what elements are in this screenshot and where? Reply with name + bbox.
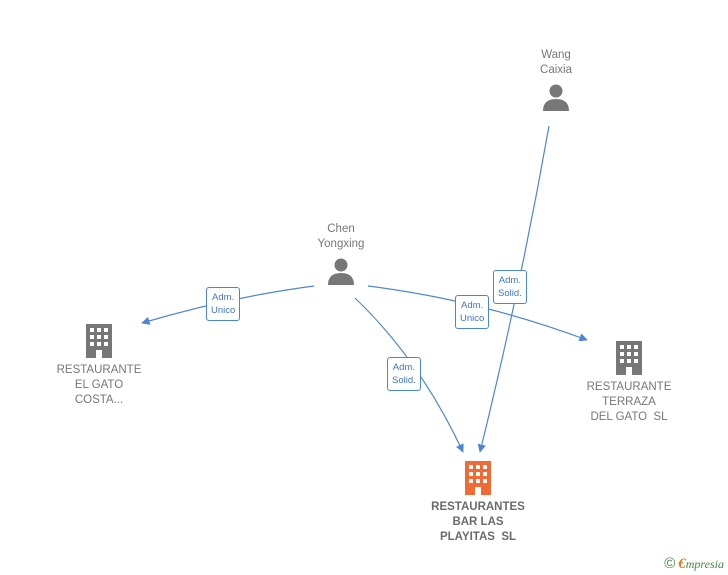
building-icon — [86, 324, 112, 358]
relation-badge-chen-terraza[interactable]: Adm. Unico — [455, 295, 490, 329]
person-label: Wang Caixia — [540, 49, 572, 76]
relation-badge-wang-playitas[interactable]: Adm. Solid. — [493, 270, 527, 304]
relation-badge-chen-playitas[interactable]: Adm. Solid. — [387, 357, 421, 391]
building-icon — [465, 461, 491, 495]
company-label: RESTAURANTE EL GATO COSTA... — [56, 364, 142, 406]
building-icon — [616, 341, 642, 375]
person-icon — [543, 84, 569, 111]
company-node-terraza[interactable]: RESTAURANTE TERRAZA DEL GATO SL — [574, 340, 684, 425]
person-icon — [328, 258, 354, 285]
brand-name: mpresia — [685, 557, 724, 571]
company-label: RESTAURANTES BAR LAS PLAYITAS SL — [431, 501, 525, 543]
company-node-el-gato[interactable]: RESTAURANTE EL GATO COSTA... — [44, 323, 154, 408]
relation-badge-chen-el-gato[interactable]: Adm. Unico — [206, 287, 241, 321]
brand-logo-initial: € — [678, 556, 686, 572]
person-node-chen-yongxing[interactable]: Chen Yongxing — [300, 222, 382, 286]
copyright-icon: © — [664, 555, 676, 572]
person-node-wang-caixia[interactable]: Wang Caixia — [516, 48, 596, 112]
company-label: RESTAURANTE TERRAZA DEL GATO SL — [586, 381, 672, 423]
brand-footer[interactable]: ©€mpresia — [664, 555, 724, 573]
person-label: Chen Yongxing — [317, 223, 365, 250]
company-node-playitas[interactable]: RESTAURANTES BAR LAS PLAYITAS SL — [418, 460, 538, 545]
